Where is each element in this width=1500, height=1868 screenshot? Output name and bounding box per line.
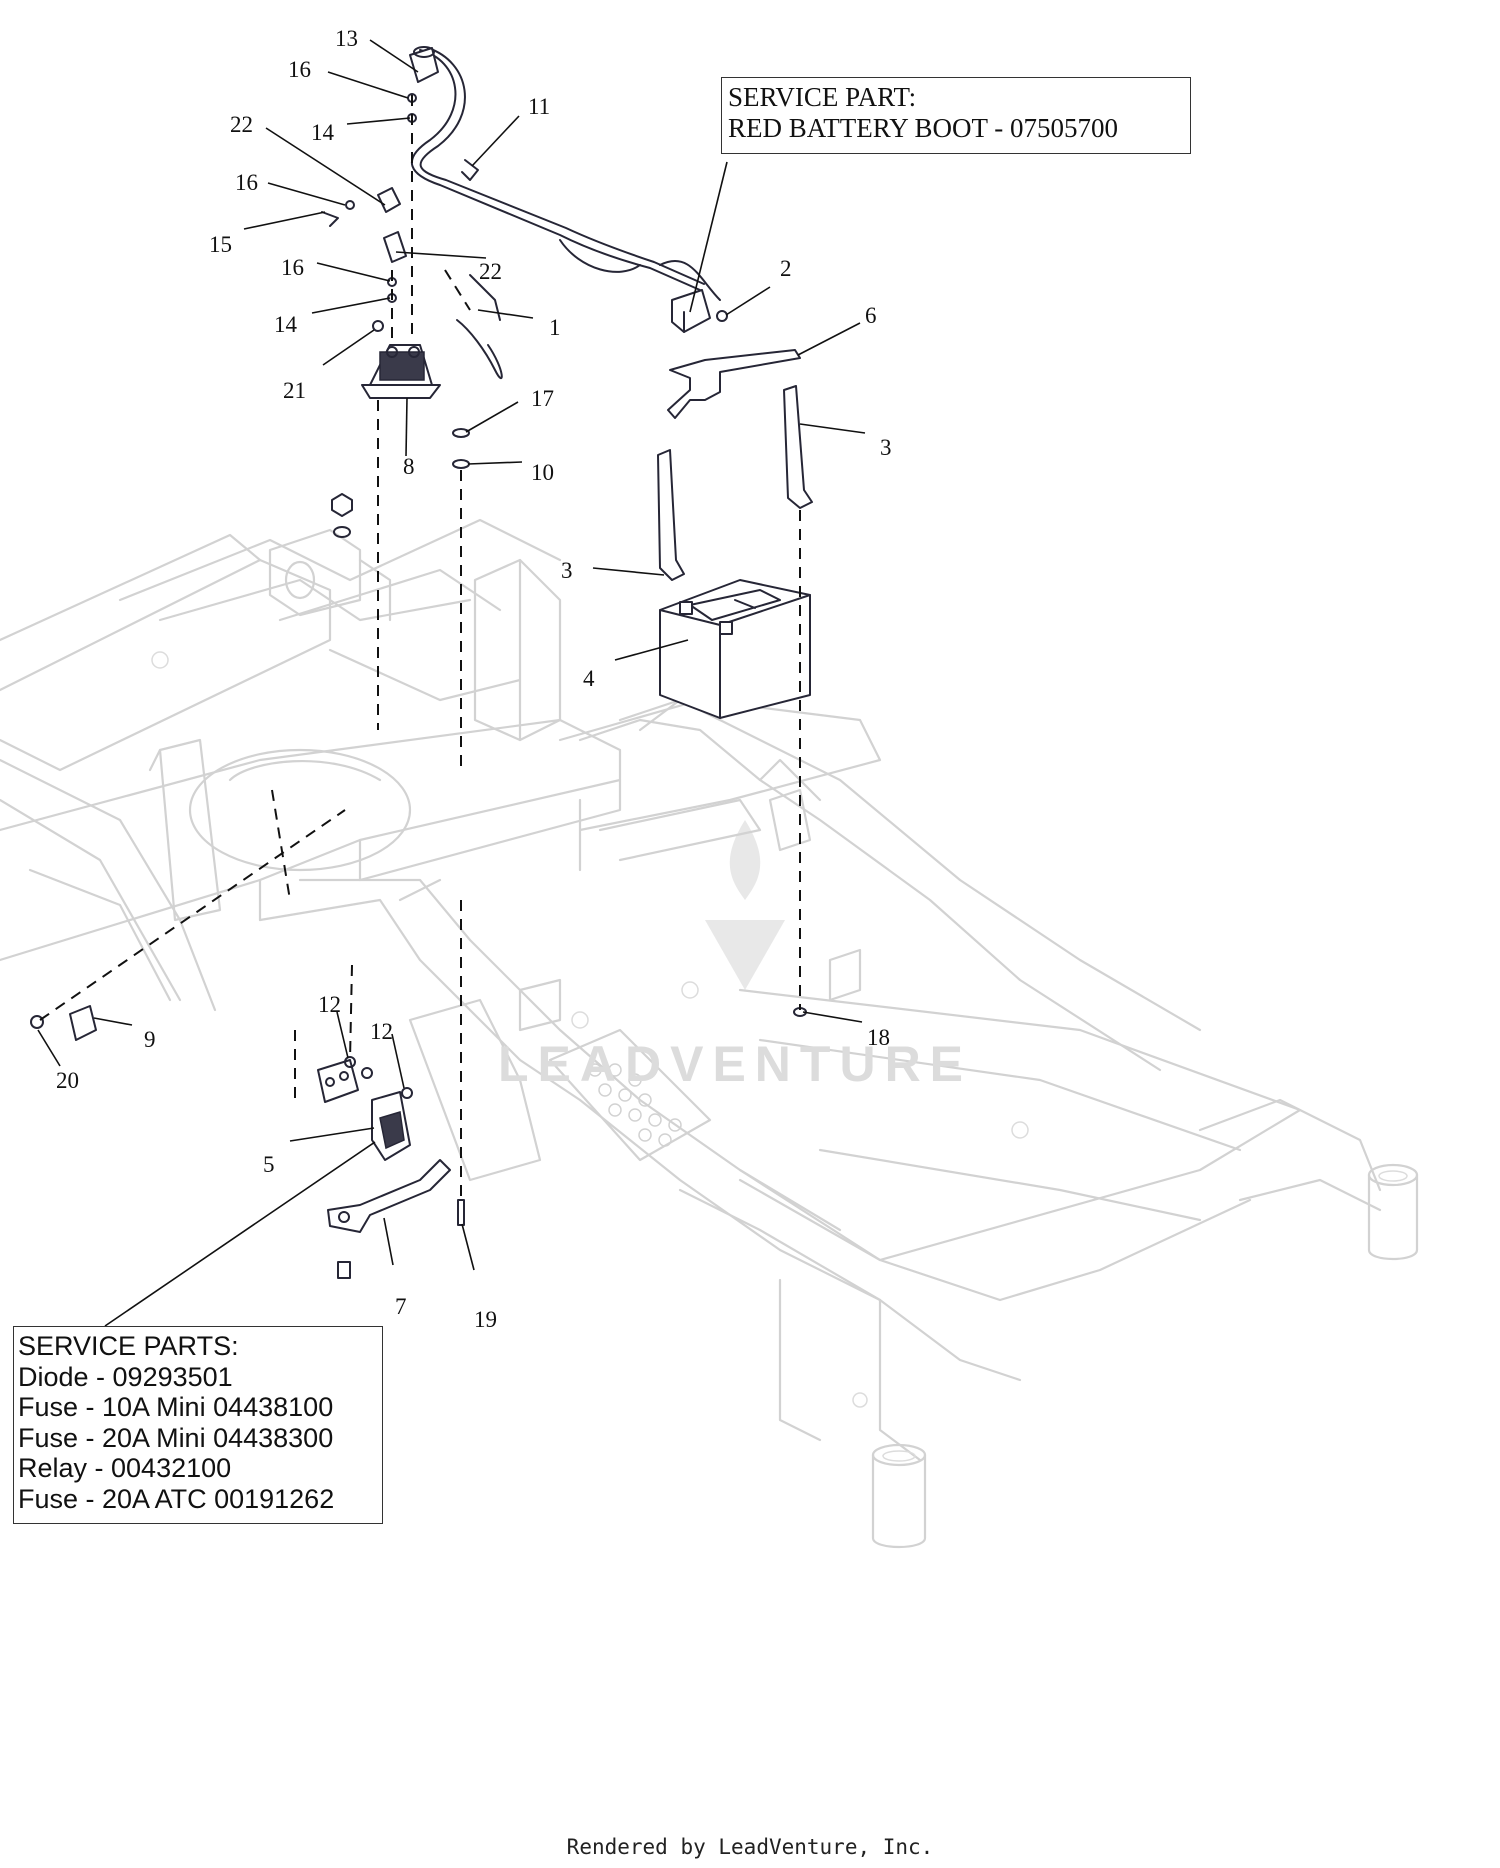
watermark-logo: [705, 820, 785, 990]
wire-harness: [410, 47, 721, 321]
service-parts-line: Relay - 00432100: [18, 1453, 232, 1483]
callout-21: 21: [283, 378, 306, 403]
callout-16-top: 16: [288, 57, 311, 82]
callout-2: 2: [780, 256, 792, 281]
connector-9: [69, 1005, 97, 1041]
callout-17: 17: [531, 386, 554, 411]
leader-lines: [37, 39, 866, 1327]
assembly-lines: [39, 95, 801, 1200]
callout-12-right: 12: [370, 1019, 393, 1044]
footer-credit: Rendered by LeadVenture, Inc.: [566, 1835, 934, 1859]
callout-6: 6: [865, 303, 877, 328]
bolt-20: [30, 1015, 44, 1029]
callout-3-right: 3: [880, 435, 892, 460]
screw-12-b: [361, 1067, 373, 1079]
battery-4: [659, 579, 811, 719]
callout-7: 7: [395, 1294, 407, 1319]
screw-19: [457, 1199, 465, 1226]
callout-13: 13: [335, 26, 358, 51]
callout-16-lower: 16: [281, 255, 304, 280]
battery-strap-3-left: [657, 449, 685, 581]
callout-3-left: 3: [561, 558, 573, 583]
service-parts-box: SERVICE PARTS: Diode - 09293501 Fuse - 1…: [13, 1326, 383, 1524]
callout-11: 11: [528, 94, 550, 119]
bracket-bolt: [337, 1261, 351, 1279]
service-parts-line: Fuse - 20A ATC 00191262: [18, 1483, 335, 1514]
terminal-boot-22-upper: [377, 187, 401, 213]
callout-22-lower: 22: [479, 259, 502, 284]
callout-14-top: 14: [311, 120, 335, 145]
foot-plate-holes: [588, 1063, 682, 1147]
red-battery-boot: [671, 289, 728, 333]
callout-15: 15: [209, 232, 232, 257]
service-parts-line: Diode - 09293501: [18, 1361, 233, 1392]
nut-16-mid: [345, 200, 355, 210]
harness-clip-11: [461, 159, 479, 181]
callout-9: 9: [144, 1027, 156, 1052]
bracket-7-hole: [338, 1211, 350, 1223]
solenoid-8: [361, 344, 441, 399]
cable-1: [456, 319, 503, 379]
callout-20: 20: [56, 1068, 79, 1093]
battery-strap-3-right: [783, 385, 813, 509]
watermark-text: LEADVENTURE: [498, 1036, 973, 1092]
service-part-detail: RED BATTERY BOOT - 07505700: [728, 113, 1119, 143]
terminal-boot-13: [409, 46, 439, 83]
callouts: 13 16 14 22 16 15 16 22 14 21 11 1 2 6 3…: [56, 26, 892, 1332]
callout-22-top: 22: [230, 112, 253, 137]
pin-10: [452, 459, 470, 469]
fuse-block-5: [317, 1059, 411, 1161]
callout-19: 19: [474, 1307, 497, 1332]
callout-1: 1: [549, 315, 561, 340]
service-parts-heading: SERVICE PARTS:: [18, 1331, 239, 1361]
service-parts-line: Fuse - 10A Mini 04438100: [18, 1392, 334, 1422]
service-part-box: SERVICE PART: RED BATTERY BOOT - 0750570…: [721, 77, 1191, 154]
callout-10: 10: [531, 460, 554, 485]
callout-5: 5: [263, 1152, 275, 1177]
callout-14-lower: 14: [274, 312, 298, 337]
callout-16-mid: 16: [235, 170, 258, 195]
callout-8: 8: [403, 454, 415, 479]
washer-17: [452, 428, 470, 438]
screw-12-c: [401, 1087, 413, 1099]
mower-frame: [0, 518, 1419, 1548]
service-parts-line: Fuse - 20A Mini 04438300: [18, 1422, 334, 1453]
terminal-boot-22-lower: [383, 231, 407, 263]
service-part-heading: SERVICE PART:: [728, 82, 917, 112]
mount-bracket-7: [327, 1159, 451, 1233]
screw-12-a: [344, 1056, 356, 1068]
frame-washer: [333, 526, 351, 538]
front-caster-tube: [871, 1443, 927, 1548]
callout-12-left: 12: [318, 992, 341, 1017]
frame-nut: [331, 493, 353, 517]
screw-15: [321, 211, 339, 227]
callout-4: 4: [583, 666, 595, 691]
rear-caster-tube: [1367, 1163, 1419, 1260]
callout-18: 18: [867, 1025, 890, 1050]
screw-21: [372, 320, 384, 332]
battery-hold-down-6: [667, 349, 801, 419]
